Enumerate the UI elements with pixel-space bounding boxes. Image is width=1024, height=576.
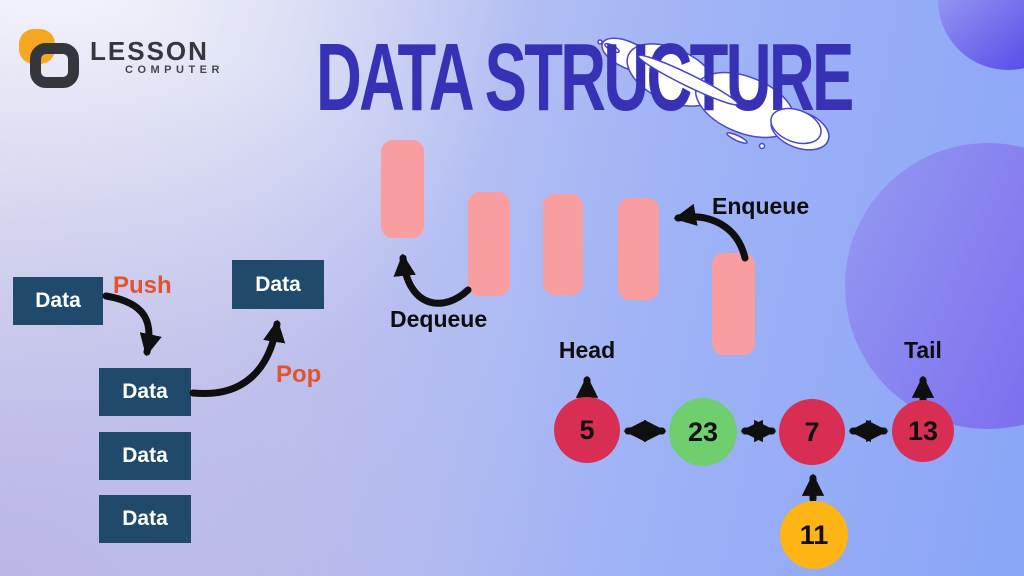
stack-box-label: Data (35, 289, 81, 312)
node-value: 5 (579, 414, 595, 445)
queue-bar (381, 140, 424, 238)
stack-box-label: Data (255, 272, 301, 296)
logo-ring-icon (30, 43, 79, 88)
node-value: 13 (907, 415, 939, 446)
paint-splash-overlay (637, 54, 822, 150)
stack-box: Data (99, 368, 191, 416)
stack-popped-box: Data (232, 260, 324, 309)
node-value: 11 (799, 519, 829, 550)
list-node: 13 (892, 400, 954, 462)
page-title: DATA STRUCTURE (316, 24, 854, 131)
pop-label: Pop (276, 361, 322, 388)
list-node: 23 (669, 398, 737, 466)
queue-bar (618, 198, 659, 300)
list-node: 7 (779, 399, 845, 465)
dequeue-arrow-icon (393, 253, 472, 307)
node-value: 7 (804, 416, 820, 447)
stack-box: Data (99, 495, 191, 543)
stack-box: Data (99, 432, 191, 480)
pop-arrow-icon (189, 319, 286, 398)
brand-subtitle: COMPUTER (125, 64, 224, 76)
decorative-circle-top-right (938, 0, 1024, 70)
stack-box-label: Data (122, 380, 168, 403)
head-label: Head (558, 337, 616, 363)
enqueue-arrow-icon (673, 203, 749, 262)
queue-bar (468, 192, 510, 296)
push-arrow-icon (102, 292, 162, 357)
dequeue-label: Dequeue (390, 306, 488, 332)
stack-incoming-box: Data (13, 277, 103, 325)
stack-box-label: Data (122, 507, 168, 530)
stack-box-label: Data (122, 444, 168, 467)
enqueue-label: Enqueue (712, 193, 810, 219)
push-label: Push (113, 272, 172, 299)
tail-label: Tail (904, 337, 942, 363)
queue-bar (543, 194, 583, 295)
queue-bar (712, 253, 755, 355)
brand-name: LESSON (90, 36, 209, 66)
decorative-circle-right (845, 143, 1024, 429)
node-value: 23 (687, 416, 719, 447)
list-node: 5 (554, 397, 620, 463)
pending-node: 11 (780, 501, 848, 569)
